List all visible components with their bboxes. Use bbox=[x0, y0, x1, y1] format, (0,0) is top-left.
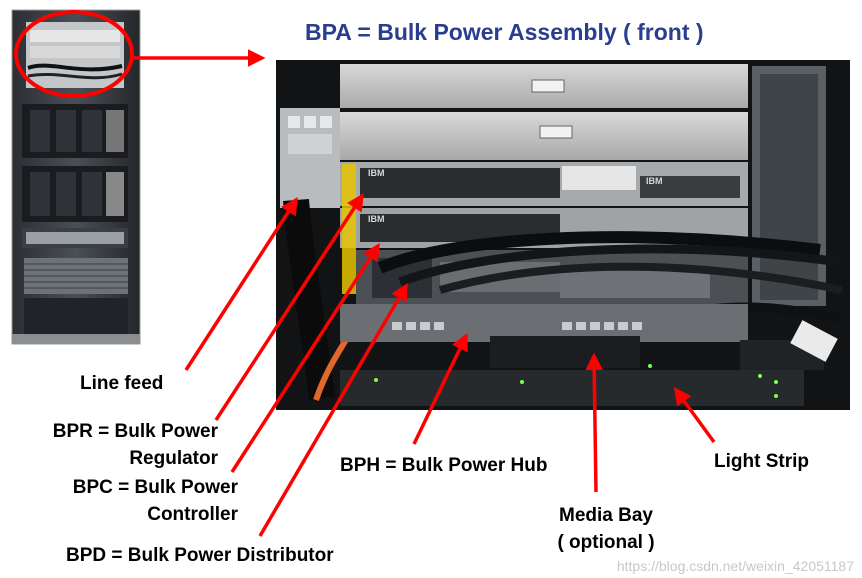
label-line-feed: Line feed bbox=[80, 373, 164, 394]
arrow-bpc bbox=[230, 243, 380, 473]
label-bpc-line2: Controller bbox=[147, 504, 238, 525]
label-bpc-line1: BPC = Bulk Power bbox=[72, 477, 238, 498]
arrow-bph bbox=[412, 332, 468, 445]
label-bpr: BPR = Bulk Power Regulator bbox=[20, 418, 218, 472]
label-bpr-line1: BPR = Bulk Power bbox=[52, 421, 218, 442]
highlight-ellipse bbox=[14, 10, 134, 98]
rack-photo bbox=[11, 9, 141, 345]
watermark: https://blog.csdn.net/weixin_42051187 bbox=[616, 558, 854, 574]
bpa-photo bbox=[276, 60, 850, 410]
diagram-title: BPA = Bulk Power Assembly ( front ) bbox=[305, 19, 704, 45]
label-light-strip: Light Strip bbox=[714, 451, 809, 472]
label-media-bay-line2: ( optional ) bbox=[557, 532, 655, 553]
ibm-marking-1: IBM bbox=[368, 168, 385, 178]
label-media-bay-line1: Media Bay bbox=[559, 505, 653, 526]
arrow-bpd bbox=[258, 282, 408, 537]
label-bpd: BPD = Bulk Power Distributor bbox=[66, 545, 334, 566]
arrow-bpr bbox=[214, 193, 364, 421]
label-bpr-line2: Regulator bbox=[129, 448, 218, 469]
ibm-marking-2: IBM bbox=[368, 214, 385, 224]
callout-arrows bbox=[132, 49, 716, 537]
label-media-bay: Media Bay ( optional ) bbox=[536, 502, 676, 556]
arrow-line-feed bbox=[184, 197, 298, 371]
label-bph: BPH = Bulk Power Hub bbox=[340, 455, 548, 476]
label-bpc: BPC = Bulk Power Controller bbox=[40, 474, 238, 528]
arrow-light-strip bbox=[673, 387, 716, 444]
arrow-media-bay bbox=[585, 352, 603, 493]
ibm-marking-3: IBM bbox=[646, 176, 663, 186]
